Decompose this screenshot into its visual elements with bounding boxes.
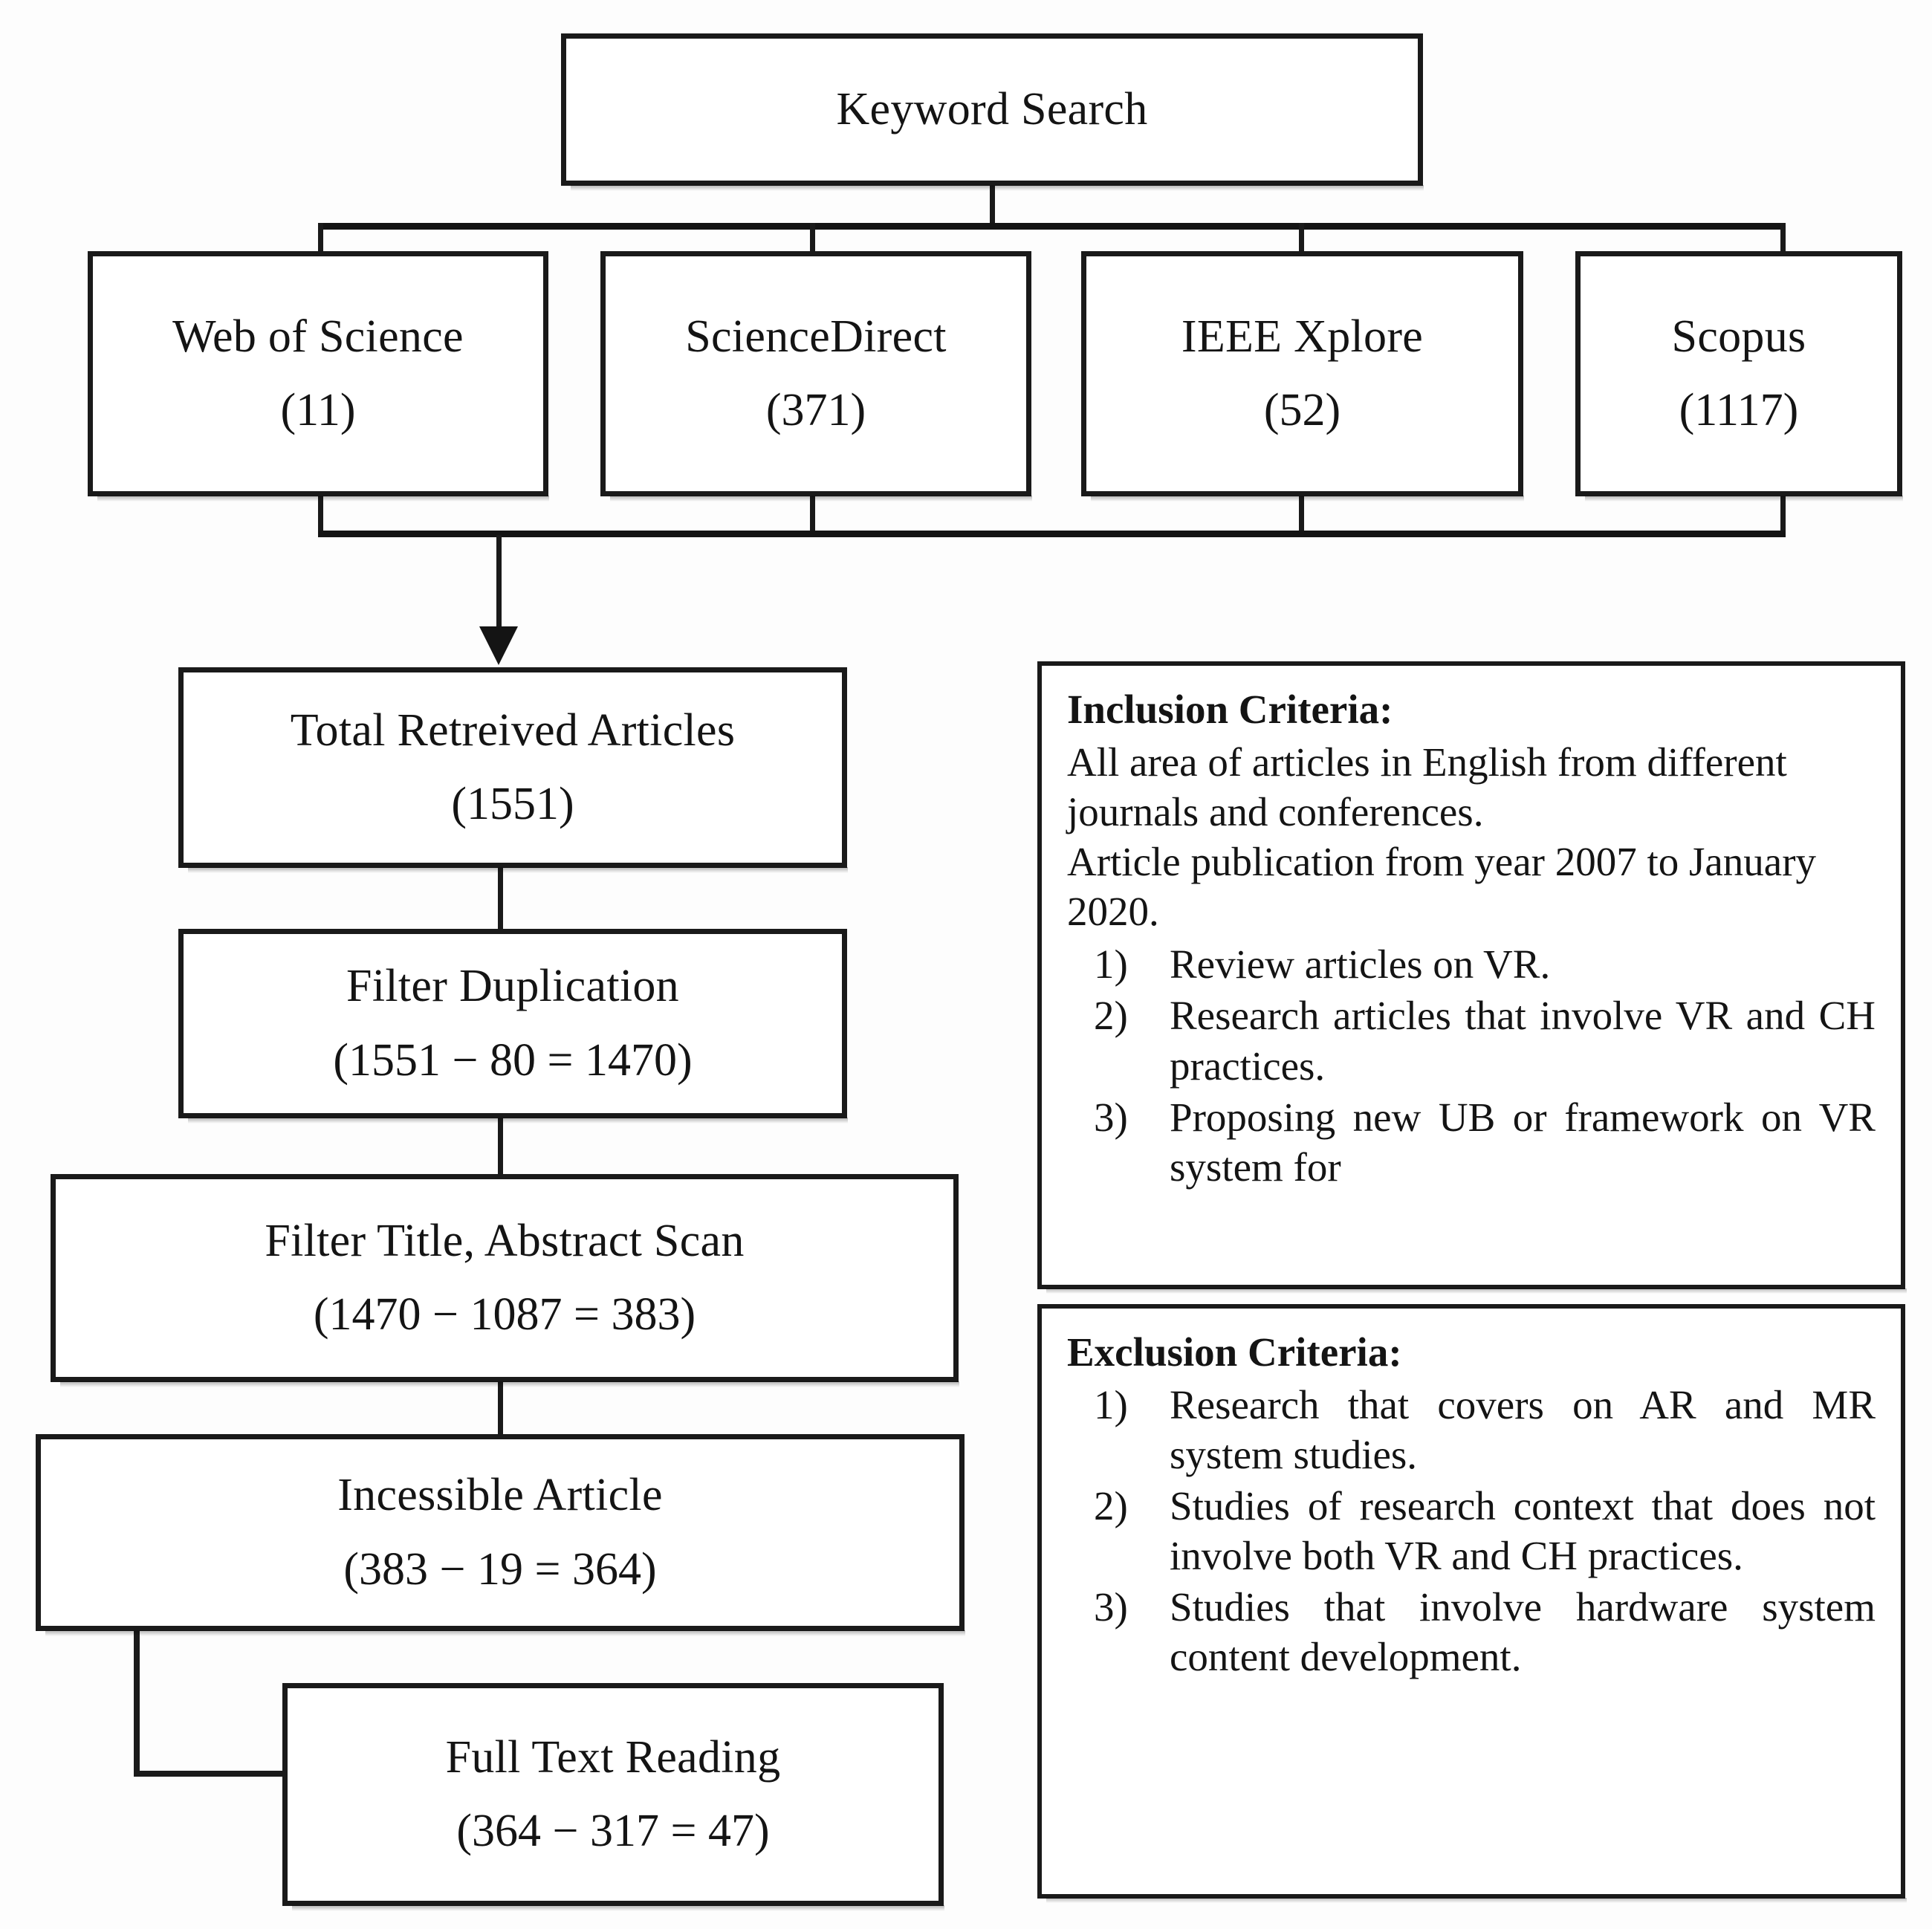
exclusion-item-3: Studies that involve hardware system con… <box>1094 1582 1876 1680</box>
exclusion-item-2: Studies of research context that does no… <box>1094 1481 1876 1579</box>
source-count-0: (11) <box>280 385 356 435</box>
node-filter-title-abstract-scan[interactable]: Filter Title, Abstract Scan (1470 − 1087… <box>51 1174 959 1387</box>
pipeline-label-1: Filter Duplication <box>346 961 679 1012</box>
inclusion-paragraph-0: All area of articles in English from dif… <box>1067 739 1787 835</box>
connector-arrow-shaft <box>496 535 502 632</box>
pipeline-count-0: (1551) <box>451 779 574 829</box>
node-source-ieee-xplore[interactable]: IEEE Xplore (52) <box>1081 251 1524 502</box>
connector-source-collector-bar <box>318 531 1786 537</box>
pipeline-count-3: (383 − 19 = 364) <box>343 1543 657 1595</box>
node-full-text-reading[interactable]: Full Text Reading (364 − 317 = 47) <box>282 1683 944 1911</box>
connector-up-source-2 <box>810 494 815 535</box>
connector-drop-source-4 <box>1780 223 1786 254</box>
inclusion-paragraph-1: Article publication from year 2007 to Ja… <box>1067 839 1817 935</box>
inclusion-item-2: Research articles that involve VR and CH… <box>1094 991 1876 1089</box>
connector-p0-p1 <box>498 863 503 934</box>
inclusion-heading: Inclusion Criteria: <box>1067 687 1393 732</box>
inclusion-item-1: Review articles on VR. <box>1094 939 1551 989</box>
inclusion-list: Review articles on VR. Research articles… <box>1067 939 1876 1191</box>
node-filter-duplication[interactable]: Filter Duplication (1551 − 80 = 1470) <box>178 929 848 1124</box>
node-keyword-search-label: Keyword Search <box>836 83 1148 134</box>
exclusion-item-1: Research that covers on AR and MR system… <box>1094 1380 1876 1478</box>
connector-elbow-horizontal <box>134 1771 290 1777</box>
pipeline-label-4: Full Text Reading <box>445 1731 781 1783</box>
source-count-3: (1117) <box>1679 385 1799 435</box>
exclusion-list: Research that covers on AR and MR system… <box>1067 1380 1876 1682</box>
source-label-0: Web of Science <box>172 311 464 362</box>
node-source-sciencedirect[interactable]: ScienceDirect (371) <box>600 251 1032 502</box>
pipeline-label-3: Incessible Article <box>337 1470 663 1521</box>
source-count-1: (371) <box>765 385 866 435</box>
arrowhead-to-total-retrieved <box>479 626 518 665</box>
connector-drop-source-1 <box>318 223 323 254</box>
source-count-2: (52) <box>1263 385 1341 435</box>
connector-p2-p3 <box>498 1378 503 1442</box>
node-source-web-of-science[interactable]: Web of Science (11) <box>88 251 549 502</box>
pipeline-label-0: Total Retreived Articles <box>290 704 736 756</box>
exclusion-heading: Exclusion Criteria: <box>1067 1329 1402 1375</box>
pipeline-count-2: (1470 − 1087 = 383) <box>313 1289 696 1340</box>
node-source-scopus[interactable]: Scopus (1117) <box>1575 251 1903 502</box>
inclusion-item-3: Proposing new UB or framework on VR syst… <box>1094 1092 1876 1190</box>
connector-elbow-vertical <box>134 1627 140 1776</box>
source-label-1: ScienceDirect <box>685 311 947 362</box>
panel-exclusion-criteria[interactable]: Exclusion Criteria: Research that covers… <box>1037 1304 1907 1903</box>
pipeline-label-2: Filter Title, Abstract Scan <box>265 1215 745 1266</box>
panel-inclusion-criteria[interactable]: Inclusion Criteria: All area of articles… <box>1037 661 1907 1294</box>
connector-up-source-3 <box>1299 494 1304 535</box>
node-keyword-search-box[interactable]: Keyword Search <box>561 33 1424 191</box>
node-total-retrieved-articles[interactable]: Total Retreived Articles (1551) <box>178 667 848 873</box>
connector-root-distributor-bar <box>318 223 1786 230</box>
source-label-3: Scopus <box>1671 311 1806 362</box>
connector-p1-p2 <box>498 1115 503 1181</box>
node-incessible-article[interactable]: Incessible Article (383 − 19 = 364) <box>36 1434 965 1636</box>
pipeline-count-4: (364 − 317 = 47) <box>456 1806 770 1856</box>
connector-root-stub <box>990 186 995 227</box>
pipeline-count-1: (1551 − 80 = 1470) <box>333 1034 693 1086</box>
connector-up-source-1 <box>318 494 323 535</box>
connector-drop-source-3 <box>1299 223 1304 254</box>
connector-drop-source-2 <box>810 223 815 254</box>
source-label-2: IEEE Xplore <box>1181 311 1424 362</box>
connector-up-source-4 <box>1780 494 1786 535</box>
